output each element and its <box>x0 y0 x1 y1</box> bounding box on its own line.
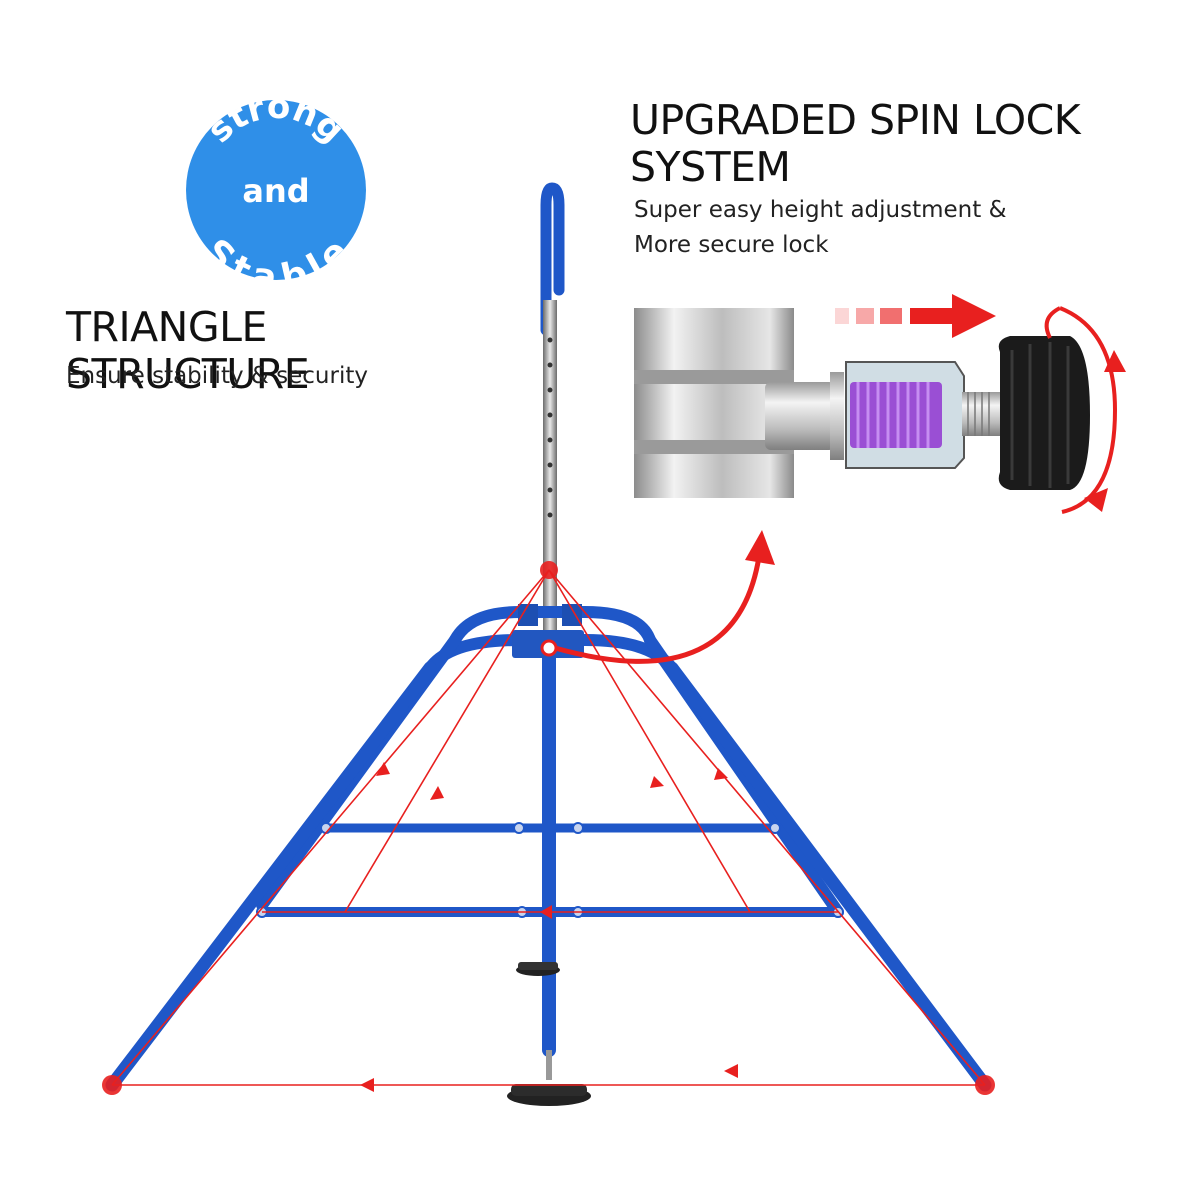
spin-lock-detail <box>634 306 1126 514</box>
tighten-direction-arrow <box>835 294 996 338</box>
frame-bolts <box>256 822 844 918</box>
adjustable-pole <box>540 182 565 640</box>
triangle-structure-title: TRIANGLE STRUCTURE <box>66 303 310 398</box>
blue-frame <box>105 606 992 1092</box>
lock-knob-marker <box>540 639 558 657</box>
spin-lock-description-line2: More secure lock <box>634 232 829 258</box>
detail-curve-arrow <box>554 549 763 664</box>
pivot-points <box>102 561 995 1095</box>
triangle-structure-description: Ensure stability & security <box>66 363 368 389</box>
badge-circle <box>186 100 366 280</box>
direction-arrows <box>360 762 738 1092</box>
spin-lock-title: UPGRADED SPIN LOCK SYSTEM <box>630 96 1081 191</box>
badge-middle-word: and <box>242 172 309 210</box>
strong-and-stable-badge: strong and Stable <box>186 87 366 299</box>
spin-lock-description-line1: Super easy height adjustment & <box>634 197 1007 223</box>
spin-lock-description: Super easy height adjustment & More secu… <box>634 193 1074 263</box>
adjustable-foot <box>507 962 591 1106</box>
